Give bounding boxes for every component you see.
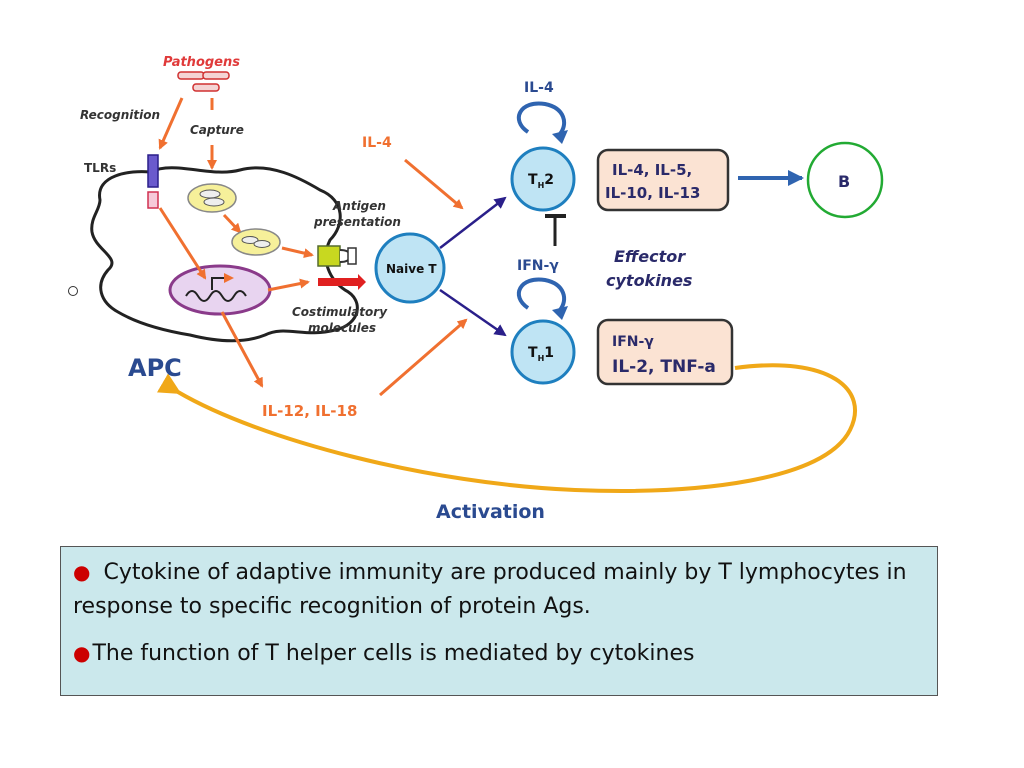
gene-transcription-icon [185, 290, 247, 302]
pathogens-label: Pathogens [163, 55, 240, 70]
ifn-gamma-label: IFN-γ [517, 258, 559, 274]
b-cell-label: B [838, 172, 850, 191]
bullet-icon: ● [73, 560, 91, 584]
capture-label: Capture [190, 123, 244, 137]
processing-arrow [222, 213, 242, 234]
summary-paragraph-1: ● Cytokine of adaptive immunity are prod… [73, 555, 923, 624]
immune-response-diagram: Pathogens Recognition Capture TLRs Antig… [80, 55, 884, 523]
th1-autocrine-loop-icon [516, 277, 567, 312]
tlr-receptor [147, 154, 159, 188]
summary-text-box: ● Cytokine of adaptive immunity are prod… [60, 546, 938, 696]
bullet-marker-icon [68, 286, 78, 296]
th1-label: TH1 [528, 345, 554, 363]
b-cell [806, 141, 884, 219]
costim-expression-arrow [267, 278, 310, 292]
activation-label: Activation [436, 501, 545, 523]
il4-left-label: IL-4 [362, 135, 392, 151]
naive-to-th2-arrow [439, 196, 507, 249]
th2-cell [510, 146, 576, 212]
summary-line-1: Cytokine of adaptive immunity are produc… [73, 560, 907, 619]
presentation-arrow [281, 246, 314, 259]
recognition-arrow [158, 97, 184, 150]
il12-il18-label: IL-12, IL-18 [262, 402, 357, 420]
naive-to-th1-arrow [439, 288, 507, 337]
tlr-signal-arrow [158, 207, 207, 280]
th2-cytokines-label: IL-4, IL-5,IL-10, IL-13 [605, 161, 700, 202]
recognition-label: Recognition [80, 108, 160, 122]
th2-label: TH2 [528, 172, 554, 190]
apc-label: APC [128, 354, 182, 382]
pathogen-icons [177, 71, 230, 92]
costimulatory-molecule [318, 278, 358, 286]
il12-to-naive-arrow [379, 318, 468, 397]
apc-to-il12-arrow [220, 311, 264, 388]
th1-cytokine-box [596, 318, 734, 386]
th2-cytokine-box [596, 148, 730, 212]
naive-t-cell [374, 232, 446, 304]
naive-t-label: Naive T [386, 262, 437, 276]
th2-autocrine-loop-icon [516, 101, 567, 136]
il4-to-naive-arrow [404, 158, 464, 210]
activation-arrow [156, 363, 857, 493]
tlrs-label: TLRs [84, 161, 116, 175]
il4-top-label: IL-4 [524, 80, 554, 96]
th1-cell [510, 319, 576, 385]
mhc-complex [317, 245, 341, 267]
apc-cell-outline [90, 166, 359, 343]
summary-line-2: The function of T helper cells is mediat… [92, 641, 695, 666]
summary-paragraph-2: ●The function of T helper cells is media… [73, 636, 923, 671]
tlr-receptor-base [147, 191, 159, 209]
nucleus [168, 264, 272, 316]
bullet-icon: ● [73, 641, 91, 665]
